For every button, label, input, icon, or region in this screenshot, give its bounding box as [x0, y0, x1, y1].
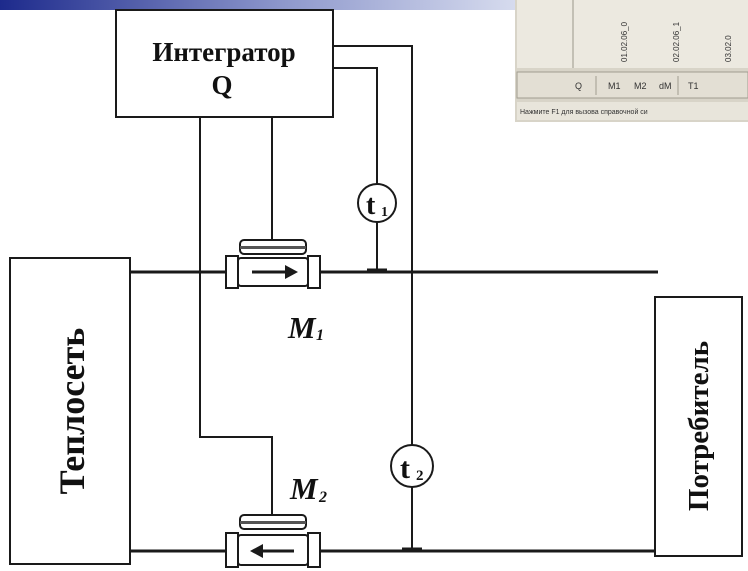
flowmeter-1-symbol: M — [287, 310, 317, 345]
inset-tab-m2[interactable]: M2 — [634, 81, 647, 91]
flowmeter-1-flange-right — [307, 255, 321, 289]
flowmeter-1-index: 1 — [316, 327, 324, 344]
flowmeter-2-flange-right — [307, 532, 321, 568]
integrator-quantity: Q — [211, 70, 232, 100]
heat-supplier-label: Теплосеть — [52, 328, 92, 495]
inset-statusbar — [517, 102, 748, 120]
integrator-label: Интегратор — [152, 37, 295, 67]
inset-date-3: 03.02.0 — [724, 35, 733, 62]
inset-tab-m1[interactable]: M1 — [608, 81, 621, 91]
inset-status-text: Нажмите F1 для вызова справочной си — [520, 108, 648, 116]
flowmeter-2-arrow-left-icon — [250, 544, 263, 558]
flowmeter-1-icon — [225, 239, 321, 289]
inset-tab-t1[interactable]: T1 — [688, 81, 699, 91]
slide-banner — [0, 0, 515, 10]
thermometer-2-symbol: t — [400, 452, 410, 485]
integrator-box — [115, 9, 334, 118]
flowmeter-1-arrow-right-icon — [285, 265, 298, 279]
inset-table-area — [517, 0, 748, 68]
consumer-label: Потребитель — [683, 341, 715, 511]
thermometer-1-index: 1 — [381, 205, 388, 220]
flowmeter-1-flange-left — [225, 255, 239, 289]
flowmeter-1-head-band — [240, 246, 306, 249]
flowmeter-2-index: 2 — [318, 489, 327, 506]
wire-t1 — [333, 67, 378, 184]
wire-t2 — [333, 45, 413, 551]
inset-tab-dm[interactable]: dM — [659, 81, 672, 91]
consumer-box — [654, 296, 743, 557]
wire-m2 — [199, 117, 273, 515]
inset-tab-q[interactable]: Q — [575, 81, 582, 91]
thermometer-1-icon — [357, 183, 397, 223]
flowmeter-2-icon — [225, 514, 321, 568]
flowmeter-2-head-band — [240, 521, 306, 524]
inset-toolbar — [516, 71, 748, 99]
thermometer-2-index: 2 — [416, 468, 424, 484]
thermometer-1-symbol: t — [366, 190, 376, 221]
inset-date-1: 01.02.06_0 — [620, 21, 629, 62]
flowmeter-2-flange-left — [225, 532, 239, 568]
flowmeter-2-symbol: M — [289, 471, 319, 506]
heat-supplier-box — [9, 257, 131, 565]
inset-screenshot: 01.02.06_0 02.02.06_1 03.02.0 Q M1 M2 dM… — [515, 0, 748, 122]
inset-date-2: 02.02.06_1 — [672, 21, 681, 62]
thermometer-2-icon — [390, 444, 434, 488]
